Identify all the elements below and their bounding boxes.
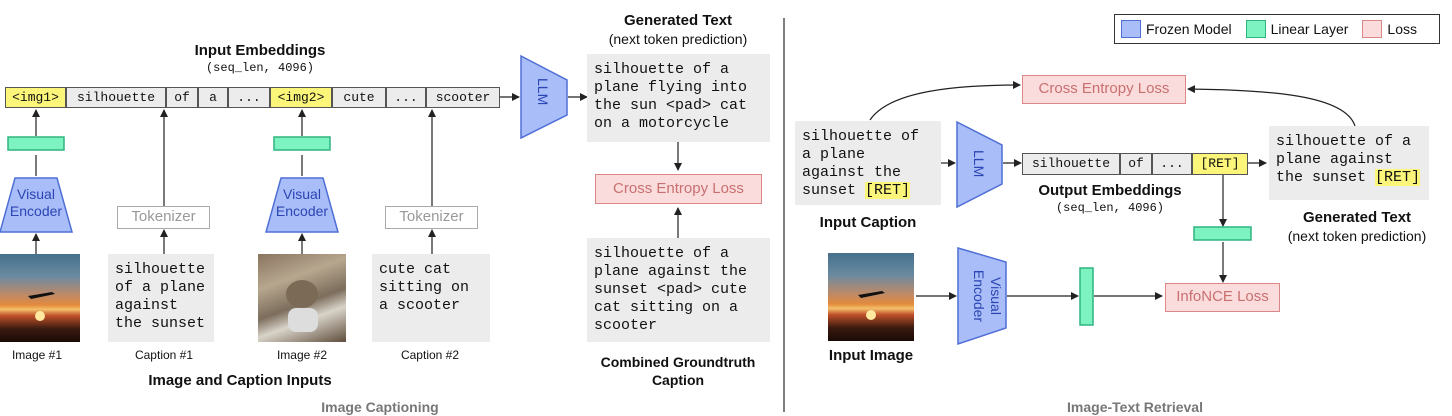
infonce-loss: InfoNCE Loss <box>1165 283 1280 312</box>
llm-left <box>520 54 568 140</box>
input-embeddings-shape: (seq_len, 4096) <box>205 61 315 75</box>
image-1-label: Image #1 <box>11 348 63 362</box>
legend-label: Loss <box>1387 21 1417 37</box>
input-token: a <box>198 87 228 108</box>
input-token: ... <box>386 87 426 108</box>
image-2-label: Image #2 <box>276 348 328 362</box>
input-token: of <box>166 87 198 108</box>
legend-item: Frozen Model <box>1121 20 1232 38</box>
input-caption-text: silhouette of a plane against the sunset <box>802 128 920 199</box>
generated-text-box: silhouette of a plane flying into the su… <box>587 54 770 142</box>
visual-encoder-right <box>957 247 1007 346</box>
cross-entropy-loss-left: Cross Entropy Loss <box>595 174 762 204</box>
input-token: <img2> <box>270 87 332 108</box>
input-token: scooter <box>426 87 500 108</box>
linear-layer-1 <box>7 136 65 151</box>
generated-text-right-box: silhouette of a plane against the sunset… <box>1269 126 1429 200</box>
output-token: ... <box>1152 153 1192 175</box>
input-image-photo <box>828 253 914 341</box>
generated-text-right-title: Generated Text <box>1302 209 1412 226</box>
legend-swatch <box>1362 20 1383 38</box>
input-image-title: Input Image <box>828 347 914 364</box>
input-caption-title: Input Caption <box>819 214 917 231</box>
tokenizer-2: Tokenizer <box>385 206 478 229</box>
output-token: of <box>1120 153 1152 175</box>
generated-text-subtitle: (next token prediction) <box>608 31 748 47</box>
output-embeddings-shape: (seq_len, 4096) <box>1055 201 1165 215</box>
legend-item: Linear Layer <box>1245 20 1349 38</box>
llm-left-label: LLM <box>535 78 551 106</box>
visual-encoder-1 <box>0 177 73 233</box>
legend-item: Loss <box>1362 20 1417 38</box>
input-token: cute <box>332 87 386 108</box>
caption-1-label: Caption #1 <box>134 348 194 362</box>
legend: Frozen Model Linear Layer Loss <box>1114 14 1440 44</box>
llm-right <box>956 120 1003 209</box>
groundtruth-title: Combined Groundtruth Caption <box>600 354 756 388</box>
groundtruth-caption-box: silhouette of a plane against the sunset… <box>587 238 770 342</box>
image-2-cat-scooter-photo <box>258 254 346 342</box>
visual-encoder-2 <box>265 177 339 233</box>
legend-label: Frozen Model <box>1146 21 1232 37</box>
image-captioning-section-title: Image Captioning <box>321 399 439 415</box>
output-token: [RET] <box>1192 153 1248 175</box>
image-1-sunset-photo <box>0 254 80 342</box>
input-caption-box: silhouette of a plane against the sunset… <box>795 121 941 205</box>
input-token: silhouette <box>66 87 166 108</box>
image-text-retrieval-section-title: Image-Text Retrieval <box>1067 399 1203 415</box>
input-token: ... <box>228 87 270 108</box>
tokenizer-1: Tokenizer <box>117 206 210 229</box>
visual-encoder-1-label: Visual Encoder <box>9 186 63 219</box>
legend-swatch <box>1121 20 1141 38</box>
linear-layer-image <box>1079 267 1094 326</box>
input-token: <img1> <box>5 87 66 108</box>
cross-entropy-loss-right: Cross Entropy Loss <box>1022 75 1186 104</box>
legend-swatch <box>1245 20 1266 38</box>
visual-encoder-2-label: Visual Encoder <box>275 186 329 219</box>
generated-text-right-subtitle: (next token prediction) <box>1287 228 1427 244</box>
caption-2-label: Caption #2 <box>400 348 460 362</box>
visual-encoder-right-label: Visual Encoder <box>971 269 1004 323</box>
input-embeddings-title: Input Embeddings <box>194 42 326 59</box>
input-caption-ret-token: [RET] <box>865 182 911 199</box>
legend-label: Linear Layer <box>1270 21 1349 37</box>
linear-layer-2 <box>273 136 331 151</box>
linear-layer-text <box>1193 226 1252 241</box>
generated-text-right-text: silhouette of a plane against the sunset <box>1276 133 1412 186</box>
caption-1-box: silhouette of a plane against the sunset <box>108 254 214 342</box>
llm-right-label: LLM <box>971 150 987 178</box>
caption-2-box: cute cat sitting on a scooter <box>372 254 490 342</box>
inputs-title: Image and Caption Inputs <box>148 372 332 389</box>
generated-text-title: Generated Text <box>623 12 733 29</box>
output-embeddings-title: Output Embeddings <box>1038 182 1182 199</box>
output-token: silhouette <box>1022 153 1120 175</box>
generated-text-right-ret-token: [RET] <box>1375 169 1421 186</box>
